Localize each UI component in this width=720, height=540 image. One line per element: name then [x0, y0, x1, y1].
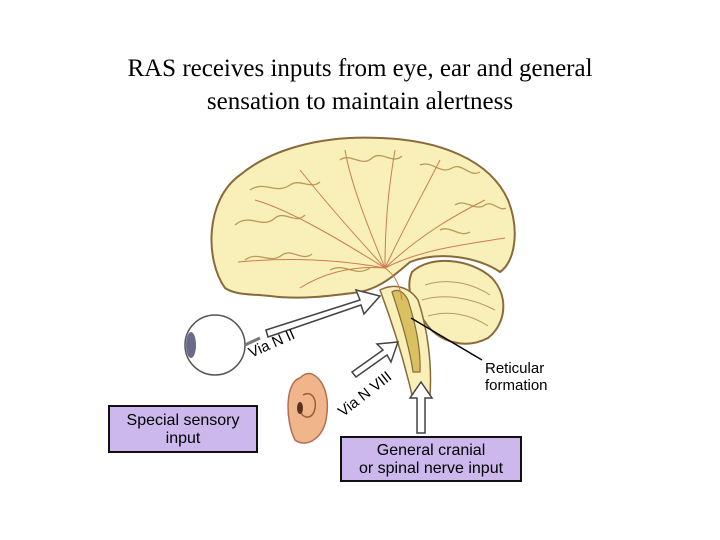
general-nerve-input-box: General cranial or spinal nerve input	[340, 436, 522, 482]
arrow-general-input	[408, 380, 434, 434]
special-sensory-input-box: Special sensory input	[108, 405, 258, 453]
ear	[287, 372, 329, 444]
reticular-label-line-2: formation	[485, 377, 548, 394]
special-box-line-2: input	[165, 430, 201, 447]
reticular-label-line-1: Reticular	[485, 360, 545, 377]
title-line-2: sensation to maintain alertness	[206, 88, 514, 115]
eye	[184, 314, 261, 376]
reticular-formation	[391, 289, 421, 373]
page-title: RAS receives inputs from eye, ear and ge…	[0, 52, 720, 118]
reticular-pointer-line	[410, 317, 483, 361]
arrow-via-n2	[265, 288, 382, 338]
title-line-1: RAS receives inputs from eye, ear and ge…	[127, 55, 593, 82]
cerebrum	[210, 136, 516, 299]
arrow-via-n8	[350, 341, 400, 379]
ascending-pathways	[237, 149, 506, 301]
reticular-formation-label: Reticular formation	[485, 360, 548, 394]
general-box-line-2: or spinal nerve input	[358, 460, 504, 477]
general-box-line-1: General cranial	[376, 442, 486, 459]
special-box-line-1: Special sensory	[126, 412, 240, 429]
